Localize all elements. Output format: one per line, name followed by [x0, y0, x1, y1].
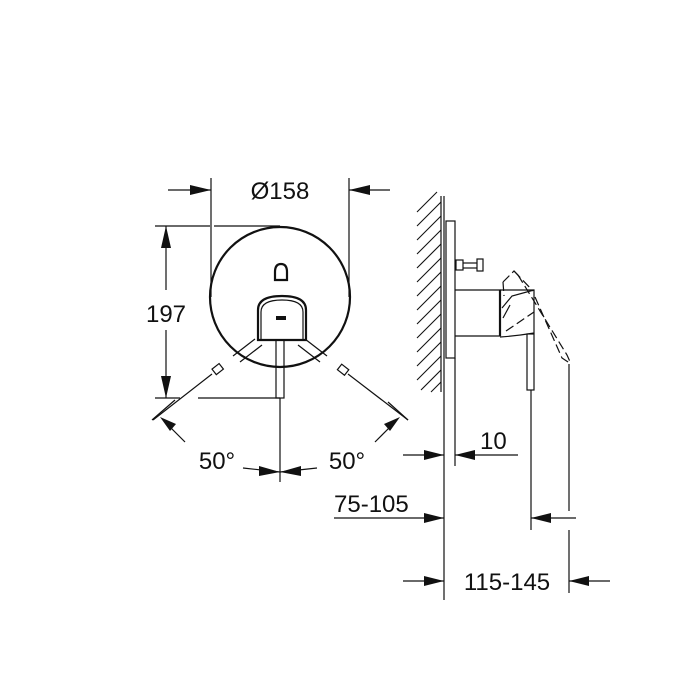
- handle-indicator-mark: [276, 316, 286, 320]
- total-depth-label: 115-145: [464, 569, 550, 596]
- installation-depth-label: 75-105: [334, 491, 409, 518]
- plate-thickness-dimension: 10: [403, 428, 518, 460]
- side-lever: [526, 333, 535, 391]
- angle-left-label: 50°: [199, 448, 235, 475]
- lever-swing-right: [297, 338, 409, 421]
- height-dimension: 197: [146, 225, 280, 399]
- installation-depth-dimension: 75-105: [334, 491, 576, 523]
- lever-handle: [275, 339, 285, 399]
- handle-escutcheon: [256, 294, 308, 342]
- angle-right-label: 50°: [329, 448, 365, 475]
- plate-thickness-label: 10: [480, 428, 507, 455]
- diverter-button-icon: [273, 262, 289, 282]
- front-view: Ø158 197 50°: [146, 178, 409, 482]
- diameter-label: Ø158: [251, 178, 310, 205]
- total-depth-dimension: 115-145: [403, 569, 610, 596]
- side-wall-plate: [445, 220, 456, 359]
- diameter-dimension: Ø158: [168, 178, 390, 297]
- side-view: 10 75-105 115-145: [334, 191, 610, 600]
- lever-swing-left: [152, 338, 263, 421]
- side-body: [455, 289, 501, 337]
- wall-hatching: [416, 191, 442, 393]
- wall-plate-circle: [208, 225, 352, 369]
- angle-dimension: 50° 50°: [151, 399, 409, 476]
- height-label: 197: [146, 301, 186, 328]
- side-lever-swing: [502, 270, 572, 365]
